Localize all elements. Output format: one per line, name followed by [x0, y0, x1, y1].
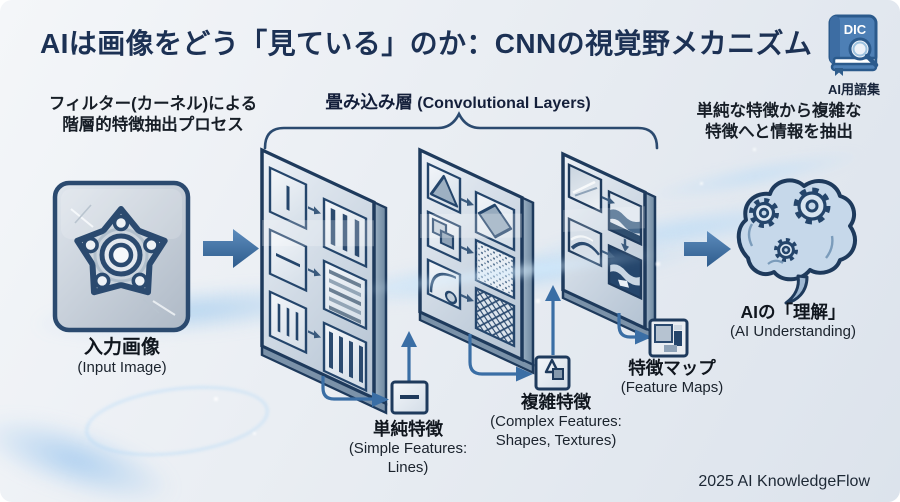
- input-image-icon: [52, 180, 191, 333]
- glossary-badge-label: AI用語集: [827, 82, 880, 97]
- feature-map-icon: [648, 318, 689, 358]
- conv-layers-label-jp: 畳み込み層: [325, 92, 413, 112]
- simple-features-label: 単純特徴 (Simple Features: Lines): [349, 419, 467, 477]
- gear-icon: [793, 187, 831, 225]
- input-image-label: 入力画像 (Input Image): [77, 336, 166, 377]
- label-en: Shapes, Textures): [495, 431, 617, 449]
- label-en: (Feature Maps): [620, 379, 724, 397]
- conv-panel-1: [260, 147, 388, 415]
- label-en: (AI Understanding): [730, 323, 856, 341]
- gear-icon: [774, 238, 798, 262]
- label-en: (Simple Features:: [348, 440, 468, 458]
- conv-panel-2: [418, 147, 535, 375]
- feature-maps-label: 特徴マップ (Feature Maps): [621, 358, 724, 398]
- footer-credit: 2025 AI KnowledgeFlow: [698, 473, 870, 490]
- filter-process-annotation: フィルター(カーネル)による 階層的特徴抽出プロセス: [49, 94, 257, 136]
- conv-panel-3: [561, 151, 657, 343]
- book-cover-text: DIC: [844, 22, 867, 37]
- complex-feature-icon: [534, 355, 571, 391]
- label-en: Lines): [387, 458, 429, 476]
- label-en: (Complex Features:: [490, 413, 622, 431]
- label-jp: 単純特徴: [373, 419, 443, 439]
- complex-features-label: 複雑特徴 (Complex Features: Shapes, Textures…: [490, 392, 622, 450]
- annotation-line: 階層的特徴抽出プロセス: [62, 116, 244, 135]
- page-title: AIは画像をどう「見ている」のか：CNNの視覚野メカニズム: [40, 28, 813, 59]
- annotation-line: フィルター(カーネル)による: [48, 95, 258, 113]
- ai-understanding-label: AIの「理解」 (AI Understanding): [730, 302, 856, 342]
- brain-gears-icon: [736, 178, 857, 305]
- glossary-badge: DIC AI用語集: [818, 12, 890, 98]
- extraction-annotation: 単純な特徴から複雑な 特徴へと情報を抽出: [697, 101, 862, 143]
- gear-icon: [749, 198, 779, 228]
- label-jp: AIの「理解」: [740, 302, 846, 322]
- magnifier-icon: [848, 37, 879, 68]
- label-jp: 特徴マップ: [628, 358, 716, 378]
- annotation-line: 単純な特徴から複雑な: [696, 102, 862, 120]
- annotation-line: 特徴へと情報を抽出: [705, 123, 853, 142]
- conv-layers-label-en: (Convolutional Layers): [417, 95, 591, 112]
- dictionary-book-icon: DIC: [828, 14, 879, 76]
- simple-feature-icon: [390, 380, 429, 415]
- conv-layers-label: 畳み込み層 (Convolutional Layers): [325, 89, 590, 114]
- label-jp: 複雑特徴: [521, 392, 591, 412]
- flow-arrow-right: [684, 231, 731, 267]
- bookmark-ribbon-icon: [835, 68, 843, 76]
- flow-arrow-right: [203, 229, 259, 268]
- connector-arrows: [321, 299, 636, 401]
- conv-layers-brace: [263, 111, 659, 150]
- label-jp: 入力画像: [83, 337, 160, 358]
- label-en: (Input Image): [77, 359, 167, 377]
